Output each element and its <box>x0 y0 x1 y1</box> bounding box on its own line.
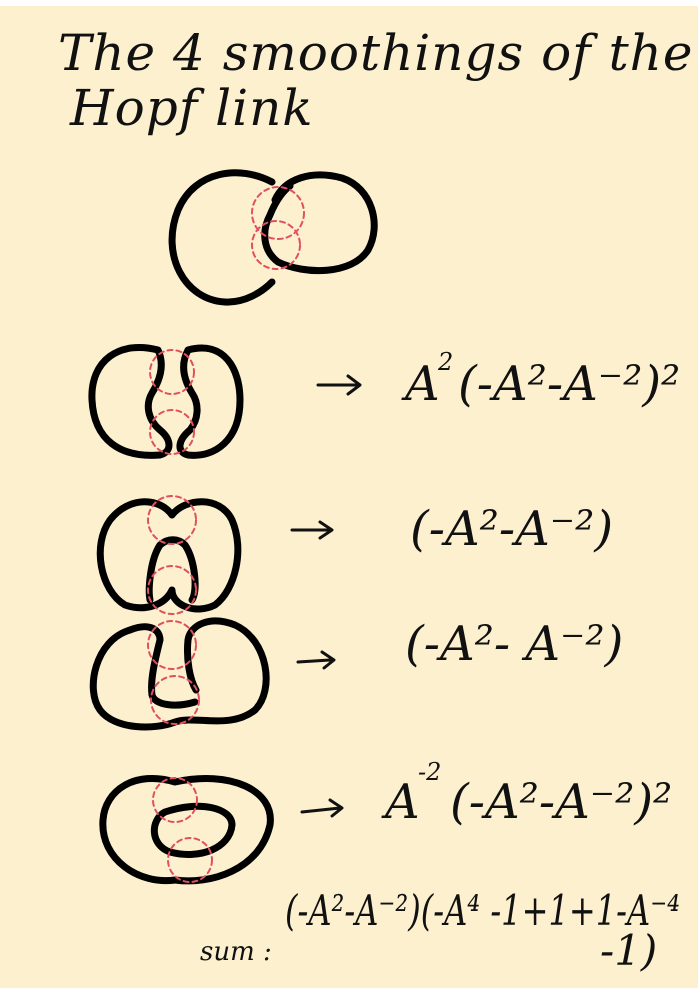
sum-label: sum : <box>200 937 272 967</box>
smoothing-2-expression: (-A²-A⁻²) <box>410 501 613 557</box>
svg-text:A: A <box>381 774 420 830</box>
title-line-2: Hopf link <box>69 79 314 137</box>
smoothing-4-diagram <box>99 774 274 885</box>
arrow-4 <box>300 798 344 818</box>
arrow-3 <box>296 650 336 670</box>
sum-main: (-A²-A⁻²)(-A⁴ -1+1+1-A⁻⁴ <box>285 886 680 935</box>
smoothing-2-diagram <box>96 495 242 615</box>
smoothing-3-diagram <box>89 617 270 731</box>
svg-text:(-A²-A⁻²)²: (-A²-A⁻²)² <box>450 774 672 830</box>
svg-text:A: A <box>401 356 440 412</box>
arrow-1 <box>316 374 362 396</box>
svg-text:(-A²-A⁻²)²: (-A²-A⁻²)² <box>458 356 680 412</box>
svg-text:2: 2 <box>437 348 453 376</box>
smoothing-4-expression: A -2 (-A²-A⁻²)² <box>381 758 672 830</box>
sum-expression: sum : (-A²-A⁻²)(-A⁴ -1+1+1-A⁻⁴ -1) <box>200 886 680 975</box>
hopf-link-diagram <box>168 169 378 306</box>
smoothing-1-expression: A 2 (-A²-A⁻²)² <box>401 348 680 412</box>
sum-tail: -1) <box>600 926 657 975</box>
title-line-1: The 4 smoothings of the <box>58 24 693 82</box>
svg-text:-2: -2 <box>418 758 441 786</box>
arrow-2 <box>290 520 334 540</box>
smoothing-1-diagram <box>88 343 244 459</box>
smoothing-3-expression: (-A²- A⁻²) <box>405 616 623 672</box>
